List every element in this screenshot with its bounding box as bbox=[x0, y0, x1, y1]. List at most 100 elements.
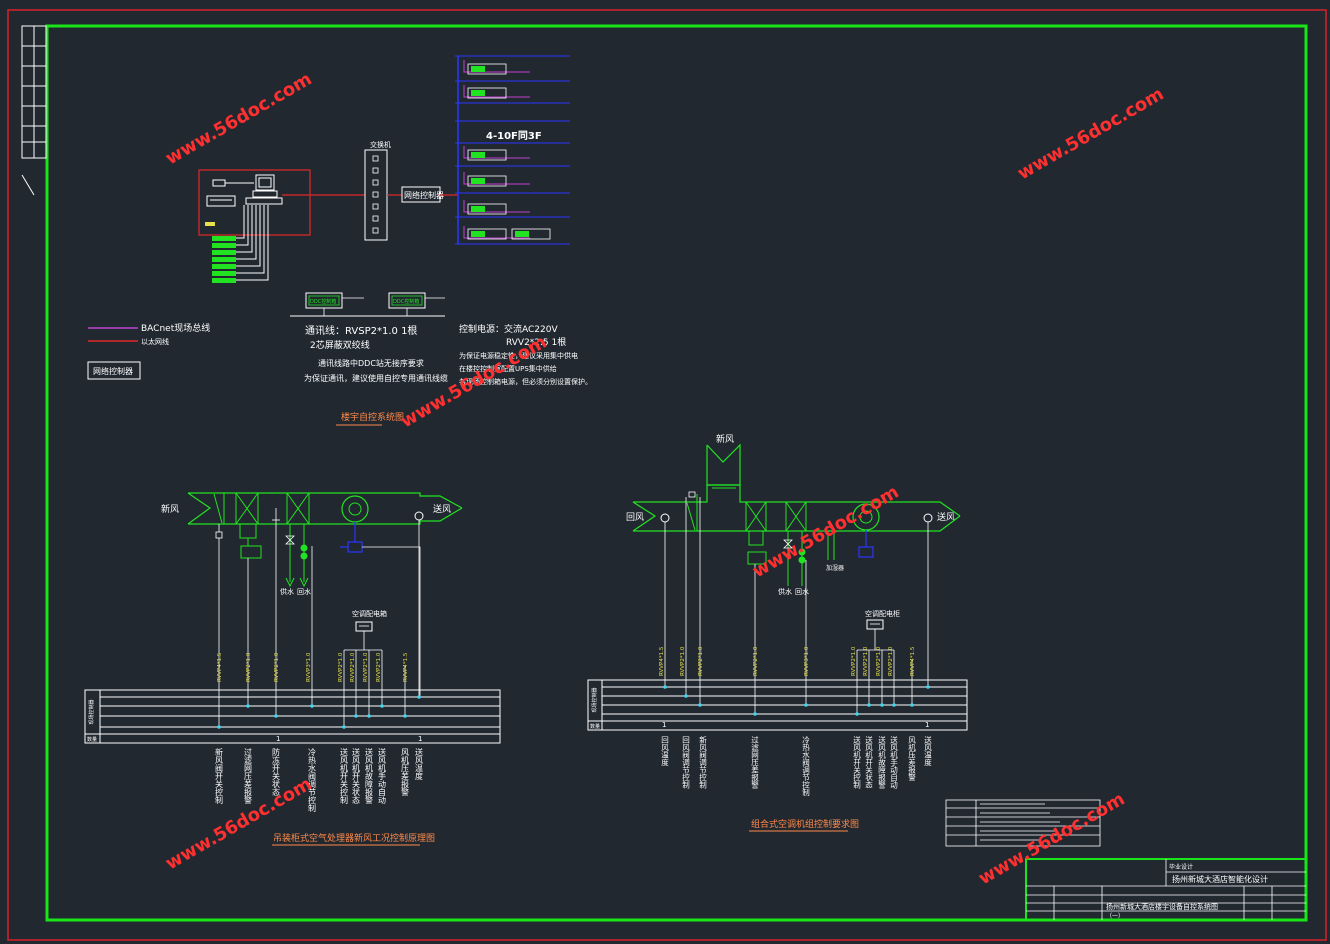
power-line-2: RVV2*2.5 1根 bbox=[506, 336, 566, 348]
svg-text:风机压差报警: 风机压差报警 bbox=[401, 748, 410, 797]
inner-frame bbox=[45, 24, 1308, 922]
ahu-signal-lines bbox=[664, 497, 929, 714]
note-line-4: 为保证通讯，建议使用自控专用通讯线缆 bbox=[304, 373, 448, 383]
switch-label: 交换机 bbox=[370, 140, 391, 149]
svg-text:送风机开关状态: 送风机开关状态 bbox=[864, 735, 873, 789]
symbol-table bbox=[945, 799, 1101, 847]
svg-text:送风机故障报警: 送风机故障报警 bbox=[877, 735, 886, 790]
ahu-duct-top bbox=[633, 484, 961, 517]
svg-text:防冻开关状态: 防冻开关状态 bbox=[272, 747, 281, 796]
fau-count-right: 1 bbox=[418, 735, 422, 743]
svg-text:RVVP4*1.5: RVVP4*1.5 bbox=[217, 652, 223, 682]
power-line-4: 在楼控控制室配置UPS集中供给 bbox=[459, 364, 557, 373]
svg-text:RVVP2*1.0: RVVP2*1.0 bbox=[876, 646, 882, 676]
legend-ethernet-label: 以太网线 bbox=[141, 337, 169, 346]
ddc-box-left: DDC控制箱 bbox=[305, 292, 364, 316]
fau-dp-switch bbox=[239, 524, 262, 559]
power-line-5: 各现场控制箱电源，但必须分别设置保护。 bbox=[459, 377, 592, 386]
fau-cable-codes: RVVP4*1.5 RVVP2*1.0 RVVP2*1.0 RVVP3*1.0 … bbox=[217, 652, 409, 682]
ahu-supply-label: 送风 bbox=[937, 511, 955, 523]
workstation-box bbox=[198, 169, 311, 236]
bms-title: 楼宇自控系统图 bbox=[341, 411, 404, 423]
svg-text:RVVP2*1.0: RVVP2*1.0 bbox=[863, 646, 869, 676]
ahu-row-label: 现场控制器 bbox=[591, 687, 598, 712]
fau-duct-inlet-chevron bbox=[187, 492, 212, 525]
fau-supply-label: 送风 bbox=[433, 503, 451, 515]
project-header: 毕业设计 bbox=[1169, 863, 1193, 871]
ahu-humidifier-label: 加湿器 bbox=[826, 564, 844, 572]
ahu-count-right: 1 bbox=[925, 721, 929, 729]
fau-diagram: 新风 送风 bbox=[84, 492, 501, 846]
svg-text:送风机开关控制: 送风机开关控制 bbox=[852, 735, 861, 790]
floor-ddc-boxes bbox=[463, 60, 551, 240]
svg-text:RVVP3*1.0: RVVP3*1.0 bbox=[804, 646, 810, 676]
ahu-dp-switch bbox=[747, 531, 767, 565]
ahu-return-damper-actuator bbox=[688, 491, 696, 498]
ahu-title: 组合式空调机组控制要求图 bbox=[751, 818, 859, 830]
ahu-return-chevron bbox=[632, 501, 657, 532]
svg-text:RVVP2*1.0: RVVP2*1.0 bbox=[274, 652, 280, 682]
legend-bacnet-label: BACnet现场总线 bbox=[141, 322, 210, 334]
binding-strip bbox=[21, 25, 47, 196]
svg-text:冷热水阀调节控制: 冷热水阀调节控制 bbox=[308, 747, 317, 813]
svg-text:RVVP2*1.0: RVVP2*1.0 bbox=[363, 652, 369, 682]
svg-text:RVVP2*1.0: RVVP2*1.0 bbox=[851, 646, 857, 676]
ahu-fresh-label: 新风 bbox=[716, 433, 734, 445]
svg-text:送风机故障报警: 送风机故障报警 bbox=[365, 747, 374, 805]
printer-icon bbox=[206, 179, 254, 207]
ahu-return-water-label: 回水 bbox=[795, 587, 809, 596]
bms-system-diagram: 交换机 网络控制器 bbox=[87, 55, 592, 426]
power-line-1: 控制电源：交流AC220V bbox=[459, 323, 558, 335]
modem-stack bbox=[212, 236, 236, 283]
svg-text:送风机开关控制: 送风机开关控制 bbox=[340, 747, 349, 805]
fau-coil bbox=[286, 492, 310, 525]
svg-text:回风温度: 回风温度 bbox=[660, 736, 669, 768]
svg-text:RVVP2*1.0: RVVP2*1.0 bbox=[376, 652, 382, 682]
fau-count-left: 1 bbox=[276, 735, 280, 743]
ahu-connection-dots bbox=[663, 685, 930, 716]
ups-block bbox=[205, 222, 215, 226]
fau-duct-top bbox=[188, 492, 463, 509]
note-line-2: 2芯屏蔽双绞线 bbox=[310, 339, 370, 351]
fau-title: 吊装柜式空气处理器新风工况控制原理图 bbox=[273, 832, 435, 844]
svg-text:RVVP2*1.0: RVVP2*1.0 bbox=[698, 646, 704, 676]
svg-text:RVVP2*1.0: RVVP2*1.0 bbox=[680, 646, 686, 676]
outer-frame bbox=[7, 9, 1327, 941]
legend-controller-label: 网络控制器 bbox=[93, 366, 133, 376]
ahu-controller-table bbox=[587, 679, 968, 731]
floor-lines bbox=[455, 55, 570, 245]
ahu-coil bbox=[785, 501, 807, 532]
svg-text:冷热水阀调节控制: 冷热水阀调节控制 bbox=[801, 735, 810, 798]
fau-controller-table bbox=[84, 689, 501, 744]
svg-text:过滤网压差报警: 过滤网压差报警 bbox=[750, 735, 759, 790]
ahu-supply-water-label: 供水 bbox=[778, 587, 792, 596]
svg-text:送风温度: 送风温度 bbox=[415, 747, 424, 781]
fau-filter bbox=[235, 492, 259, 525]
switch-ports bbox=[372, 155, 379, 234]
fau-descriptions: 新风阀开关控制 过滤网压差报警 防冻开关状态 冷热水阀调节控制 送风机开关控制 … bbox=[215, 747, 424, 813]
svg-text:RVVP2*1.0: RVVP2*1.0 bbox=[350, 652, 356, 682]
svg-text:送风机手动自动: 送风机手动自动 bbox=[378, 747, 387, 805]
svg-text:DDC控制箱: DDC控制箱 bbox=[310, 298, 336, 305]
fau-count-label: 数量 bbox=[87, 736, 97, 743]
svg-text:送风机开关状态: 送风机开关状态 bbox=[352, 747, 361, 804]
title-block: 毕业设计 扬州新城大酒店智能化设计 扬州新城大酒店楼宇设备自控系统图 （一） bbox=[1025, 858, 1307, 921]
ahu-count-label: 数量 bbox=[590, 723, 600, 730]
ahu-return-label: 回风 bbox=[626, 512, 644, 523]
fau-damper bbox=[213, 493, 223, 524]
floor-label: 4-10F同3F bbox=[486, 130, 542, 142]
ahu-filter bbox=[745, 501, 767, 532]
fau-signal-lines bbox=[218, 520, 421, 727]
svg-text:RVVP4*1.5: RVVP4*1.5 bbox=[659, 646, 665, 676]
note-line-3: 通讯线路中DDC站无接序要求 bbox=[318, 358, 424, 368]
svg-text:RVVP2*1.0: RVVP2*1.0 bbox=[338, 652, 344, 682]
modem-cables bbox=[236, 205, 269, 281]
ahu-descriptions: 回风温度 回风阀调节控制 新风阀调节控制 过滤网压差报警 冷热水阀调节控制 送风… bbox=[660, 735, 932, 798]
ahu-return-damper bbox=[686, 502, 696, 531]
network-controller-label: 网络控制器 bbox=[404, 190, 444, 200]
fau-supply-water-label: 供水 bbox=[280, 587, 294, 596]
svg-text:RVVP2*1.0: RVVP2*1.0 bbox=[888, 646, 894, 676]
ahu-fan-motor bbox=[858, 530, 874, 558]
